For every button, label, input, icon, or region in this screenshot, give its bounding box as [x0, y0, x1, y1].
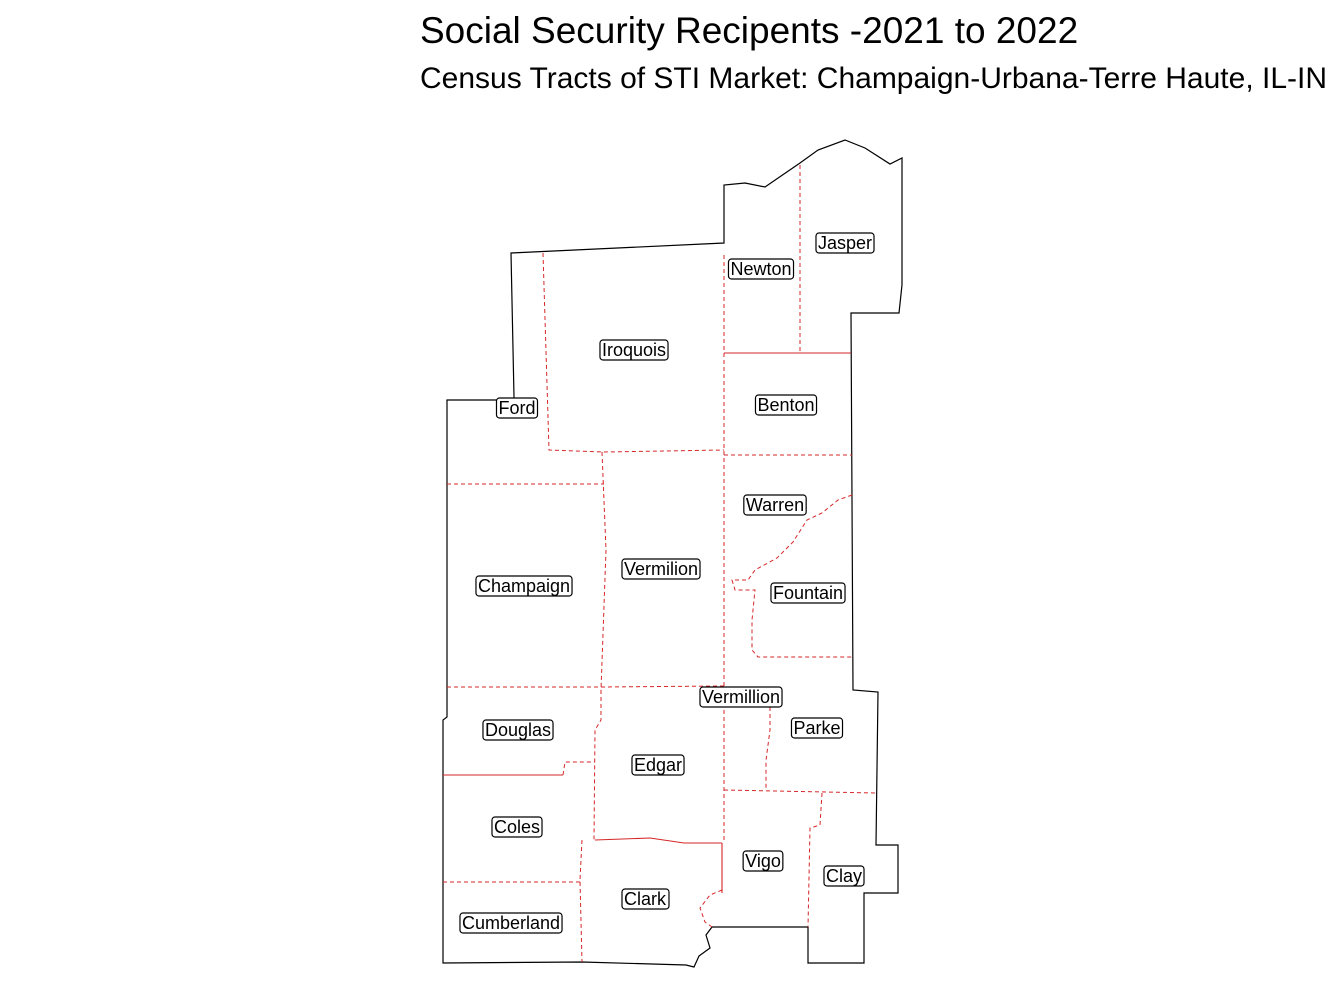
county-label-text: Parke	[793, 718, 840, 738]
map-subtitle: Census Tracts of STI Market: Champaign-U…	[420, 62, 1328, 95]
county-label-edgar: Edgar	[631, 754, 685, 776]
county-label-fountain: Fountain	[770, 582, 846, 604]
county-label-text: Vigo	[745, 851, 781, 871]
county-label-box	[743, 494, 807, 516]
market-outline	[442, 139, 903, 968]
county-label-box	[621, 558, 701, 580]
county-label-text: Ford	[498, 398, 535, 418]
county-borders-solid	[443, 352, 851, 893]
county-label-clay: Clay	[823, 865, 865, 887]
county-label-box	[727, 258, 795, 280]
county-label-benton: Benton	[754, 394, 818, 416]
county-label-vermillion: Vermillion	[699, 686, 783, 708]
county-label-text: Cumberland	[462, 913, 560, 933]
county-borders-dashed	[443, 165, 877, 963]
county-label-box	[815, 232, 875, 254]
county-label-iroquois: Iroquois	[599, 339, 669, 361]
county-label-box	[475, 575, 573, 597]
county-label-box	[599, 339, 669, 361]
county-label-box	[770, 582, 846, 604]
county-label-text: Champaign	[478, 576, 570, 596]
county-label-box	[459, 912, 563, 934]
county-label-text: Benton	[757, 395, 814, 415]
county-label-cumberland: Cumberland	[459, 912, 563, 934]
county-label-box	[754, 394, 818, 416]
county-label-jasper: Jasper	[815, 232, 875, 254]
county-label-parke: Parke	[790, 717, 844, 739]
county-label-vermilion: Vermilion	[621, 558, 701, 580]
county-label-text: Jasper	[818, 233, 872, 253]
county-label-clark: Clark	[621, 888, 670, 910]
county-label-text: Edgar	[634, 755, 682, 775]
county-label-box	[495, 397, 539, 419]
county-label-coles: Coles	[491, 816, 543, 838]
county-label-box	[823, 865, 865, 887]
county-label-ford: Ford	[495, 397, 539, 419]
county-label-vigo: Vigo	[742, 850, 784, 872]
county-label-box	[742, 850, 784, 872]
county-label-text: Vermilion	[624, 559, 698, 579]
county-label-text: Coles	[494, 817, 540, 837]
county-label-box	[699, 686, 783, 708]
county-label-text: Clark	[624, 889, 667, 909]
county-label-text: Clay	[826, 866, 862, 886]
county-label-box	[491, 816, 543, 838]
county-label-newton: Newton	[727, 258, 795, 280]
county-label-text: Vermillion	[702, 687, 780, 707]
county-label-champaign: Champaign	[475, 575, 573, 597]
county-label-douglas: Douglas	[482, 719, 554, 741]
county-label-warren: Warren	[743, 494, 807, 516]
county-label-box	[621, 888, 670, 910]
county-label-text: Warren	[746, 495, 804, 515]
county-label-box	[790, 717, 844, 739]
county-label-text: Fountain	[773, 583, 843, 603]
county-label-box	[482, 719, 554, 741]
county-label-box	[631, 754, 685, 776]
map-title: Social Security Recipents -2021 to 2022	[420, 10, 1079, 51]
county-label-text: Douglas	[485, 720, 551, 740]
county-label-text: Newton	[730, 259, 791, 279]
county-label-text: Iroquois	[602, 340, 666, 360]
